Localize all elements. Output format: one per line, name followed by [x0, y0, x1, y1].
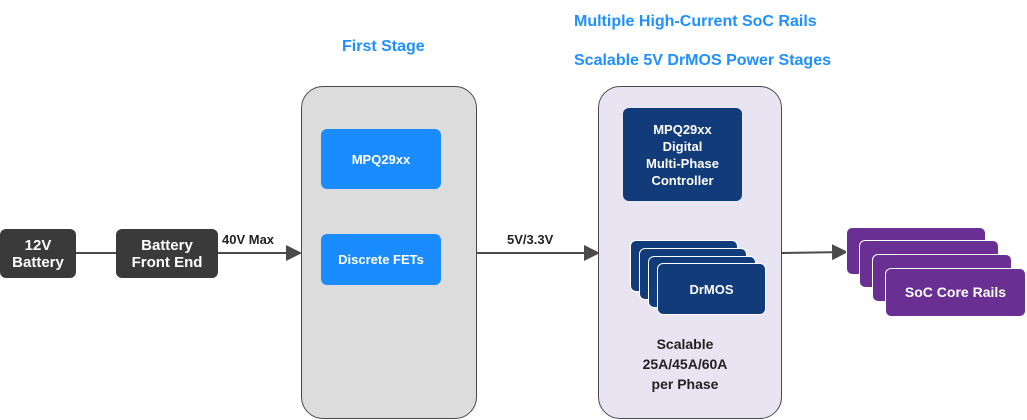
rail-voltage-label: 5V/3.3V — [507, 232, 554, 247]
soc-rails-heading: Multiple High-Current SoC Rails — [574, 13, 817, 30]
battery-block: 12V Battery — [0, 229, 76, 278]
multi-phase-controller-block: MPQ29xx Digital Multi-Phase Controller — [623, 108, 742, 201]
soc-to-rails-arrow — [781, 244, 848, 261]
mpq29xx-first-stage-block: MPQ29xx — [321, 129, 441, 189]
drmos-stages-heading: Scalable 5V DrMOS Power Stages — [574, 52, 831, 69]
scalable-phase-note: Scalable 25A/45A/60A per Phase — [642, 336, 728, 392]
discrete-fets-block: Discrete FETs — [321, 234, 441, 285]
soc-core-rails-block: SoC Core Rails — [885, 268, 1026, 317]
drmos-block: DrMOS — [657, 263, 766, 315]
max-voltage-label: 40V Max — [222, 232, 275, 247]
battery-front-end-block: Battery Front End — [116, 229, 218, 278]
first-stage-heading: First Stage — [342, 38, 425, 55]
